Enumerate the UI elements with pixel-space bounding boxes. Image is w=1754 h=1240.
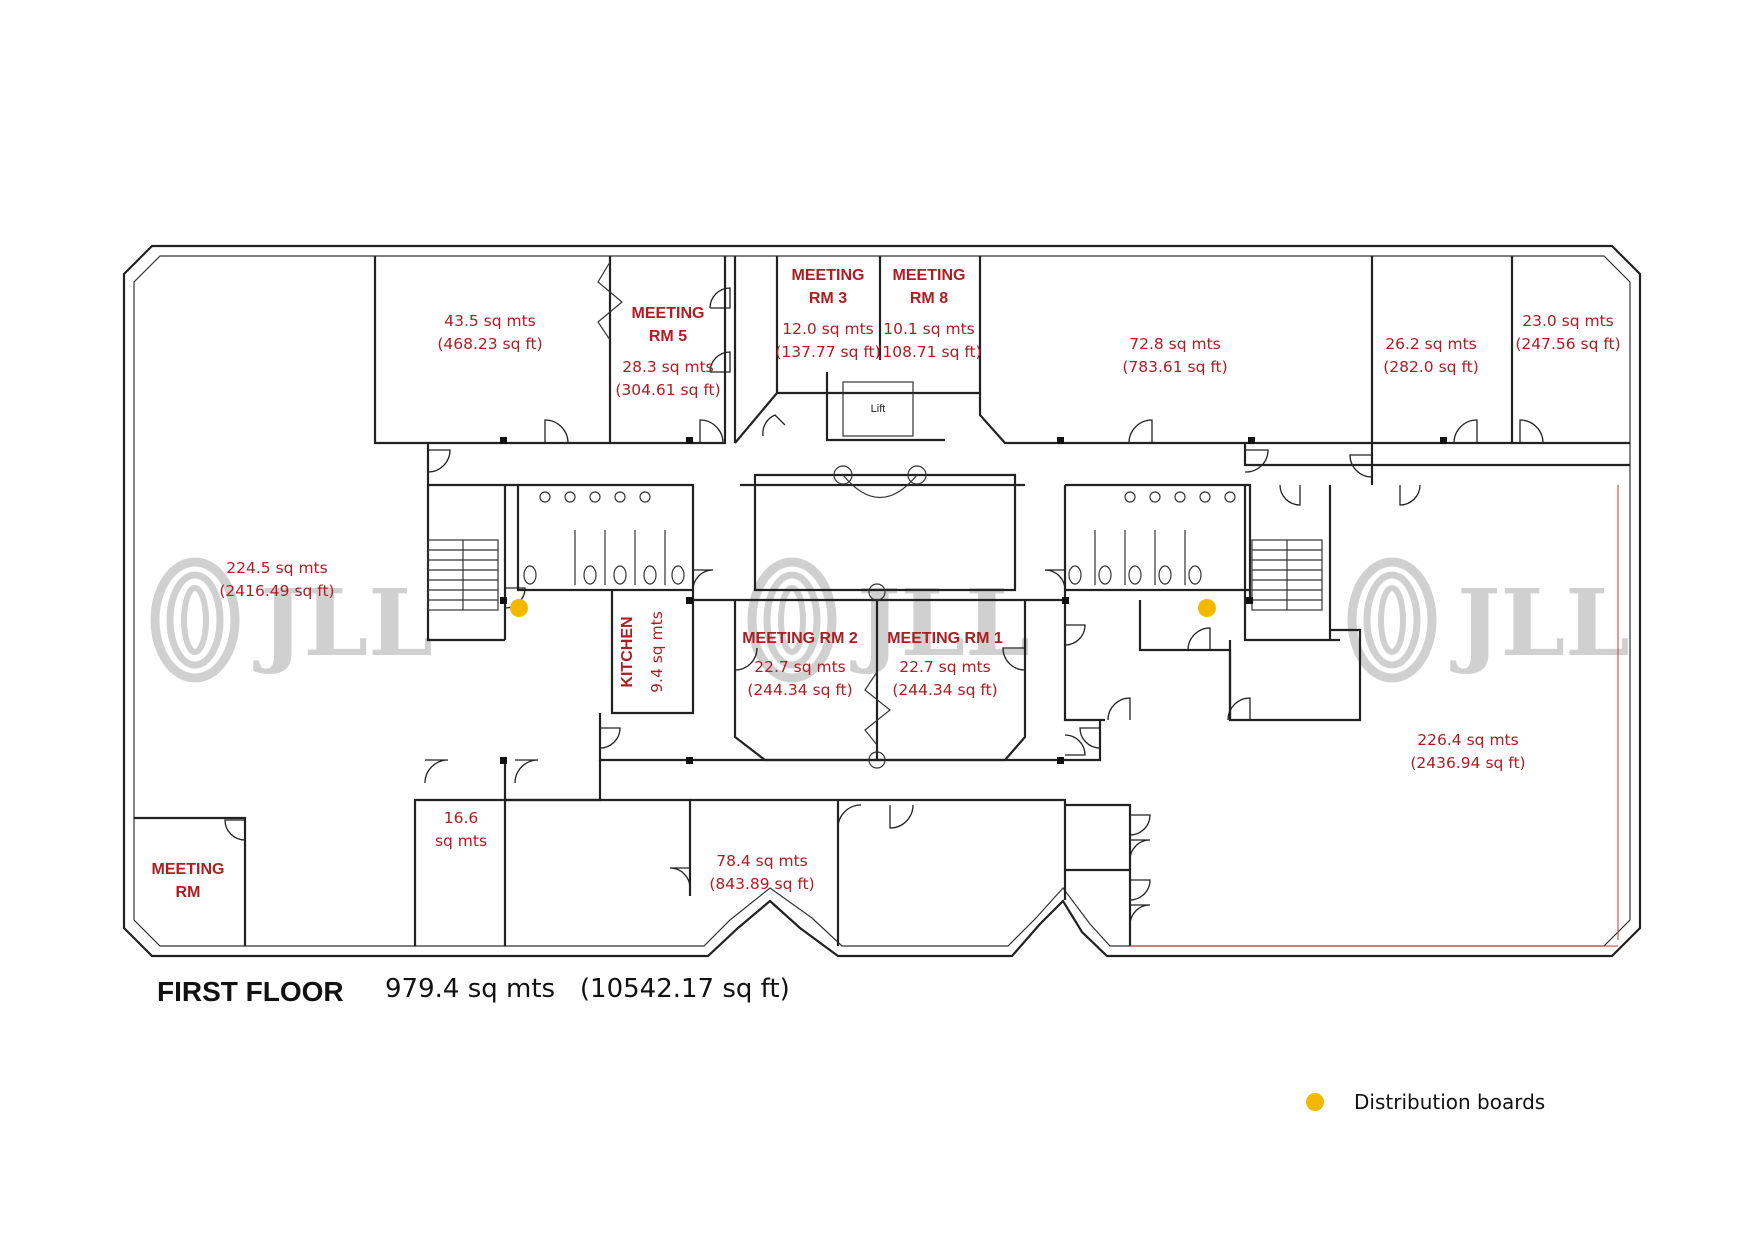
room-230-area-ft: (247.56 sq ft): [1515, 335, 1620, 353]
meeting-rm-2-area-ft: (244.34 sq ft): [747, 681, 852, 699]
meeting-rm-8-name-2: RM 8: [910, 290, 948, 307]
room-784-area-ft: (843.89 sq ft): [709, 875, 814, 893]
meeting-rm-2-name: MEETING RM 2: [742, 630, 858, 647]
jll-watermark-center: JLL: [747, 557, 1030, 683]
jll-watermark-left: JLL: [150, 557, 433, 683]
yellow-dot-icon: [1306, 1093, 1324, 1111]
meeting-rm-3-area-ft: (137.77 sq ft): [775, 343, 880, 361]
room-230-area: 23.0 sq mts: [1522, 312, 1614, 330]
room-262-area-ft: (282.0 sq ft): [1383, 358, 1479, 376]
floor-area-sqft: (10542.17 sq ft): [579, 974, 790, 1004]
floor-area-sqm: 979.4 sq mts: [385, 974, 556, 1004]
distribution-board-left: [510, 599, 528, 617]
room-435-area: 43.5 sq mts: [444, 312, 536, 330]
legend: Distribution boards: [1306, 1090, 1545, 1114]
wc-fixtures: [523, 491, 1236, 585]
meeting-rm-5-area-ft: (304.61 sq ft): [615, 381, 720, 399]
legend-label: Distribution boards: [1354, 1090, 1546, 1114]
room-2264-area-ft: (2436.94 sq ft): [1410, 754, 1525, 772]
meeting-rm-8-name: MEETING: [893, 267, 966, 284]
columns: [500, 437, 1447, 764]
svg-text:JLL: JLL: [850, 569, 1030, 677]
meeting-rm-8-area-ft: (108.71 sq ft): [876, 343, 981, 361]
meeting-rm-name-2: RM: [176, 884, 201, 901]
lift-label: Lift: [871, 403, 886, 415]
doors: [224, 287, 1544, 926]
room-labels: 43.5 sq mts (468.23 sq ft) MEETING RM 5 …: [152, 267, 1621, 901]
right-edge-line: [1130, 485, 1619, 947]
room-166-area: 16.6: [444, 809, 479, 827]
meeting-rm-5-area: 28.3 sq mts: [622, 358, 714, 376]
room-2245-area: 224.5 sq mts: [226, 559, 327, 577]
meeting-rm-1-name: MEETING RM 1: [887, 630, 1003, 647]
room-435-area-ft: (468.23 sq ft): [437, 335, 542, 353]
meeting-rm-2-area: 22.7 sq mts: [754, 658, 846, 676]
room-262-area: 26.2 sq mts: [1385, 335, 1477, 353]
meeting-rm-1-area-ft: (244.34 sq ft): [892, 681, 997, 699]
stairs: [427, 539, 1323, 611]
meeting-rm-5-name: MEETING: [632, 305, 705, 322]
kitchen-name: KITCHEN: [619, 616, 636, 687]
meeting-rm-name: MEETING: [152, 861, 225, 878]
jll-watermark-right: JLL: [1347, 557, 1630, 683]
room-728-area-ft: (783.61 sq ft): [1122, 358, 1227, 376]
meeting-rm-8-area: 10.1 sq mts: [883, 320, 975, 338]
meeting-rm-1-area: 22.7 sq mts: [899, 658, 991, 676]
room-728-area: 72.8 sq mts: [1129, 335, 1221, 353]
room-2245-area-ft: (2416.49 sq ft): [219, 582, 334, 600]
outer-walls: [122, 244, 1642, 958]
meeting-rm-5-name-2: RM 5: [649, 328, 687, 345]
room-166-area-unit: sq mts: [435, 832, 487, 850]
kitchen-area: 9.4 sq mts: [648, 611, 666, 693]
distribution-board-right: [1198, 599, 1216, 617]
meeting-rm-3-name: MEETING: [792, 267, 865, 284]
room-784-area: 78.4 sq mts: [716, 852, 808, 870]
floor-total-area: 979.4 sq mts (10542.17 sq ft): [385, 974, 790, 1004]
room-2264-area: 226.4 sq mts: [1417, 731, 1518, 749]
meeting-rm-3-name-2: RM 3: [809, 290, 847, 307]
svg-text:JLL: JLL: [1450, 569, 1630, 677]
floor-title: FIRST FLOOR: [157, 976, 344, 1007]
atrium-arch: [597, 261, 927, 769]
meeting-rm-3-area: 12.0 sq mts: [782, 320, 874, 338]
svg-text:JLL: JLL: [253, 569, 433, 677]
